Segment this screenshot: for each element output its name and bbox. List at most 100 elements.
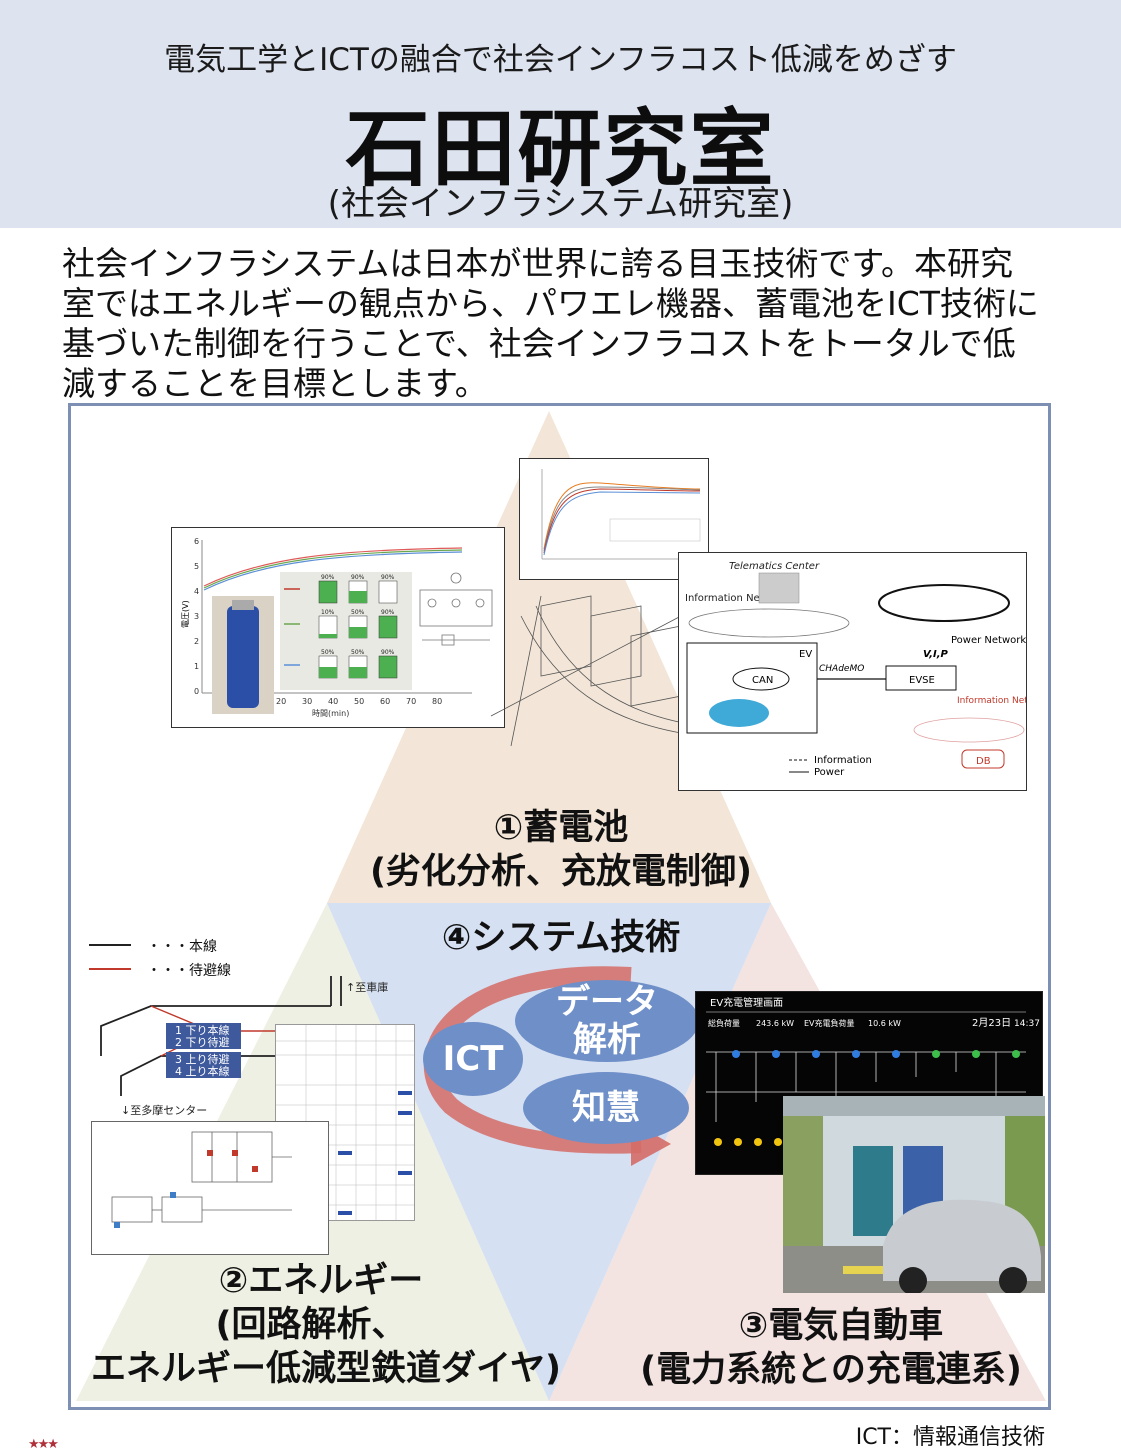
ytick-label: 1 [194, 662, 199, 671]
battery-cell-icon [227, 606, 259, 708]
total-load-label: 総負荷量 [708, 1018, 740, 1028]
data-analysis-bubble: データ 解析 [515, 980, 699, 1062]
car-icon [709, 699, 769, 727]
bar-label: 50% [321, 649, 335, 656]
intro-line: 室ではエネルギーの観点から、パワエレ機器、蓄電池をICT技術に [62, 284, 1039, 323]
ytick-label: 3 [194, 612, 199, 621]
cycle-arrow [423, 966, 642, 1154]
chademo-label: CHAdeMO [819, 664, 864, 674]
header-banner: 電気工学とICTの融合で社会インフラコスト低減をめざす 石田研究室 (社会インフ… [0, 0, 1121, 228]
data-bubble-line2: 解析 [573, 1020, 641, 1060]
wisdom-bubble-label: 知慧 [572, 1088, 640, 1128]
ev-charging-station-photo [783, 1096, 1045, 1293]
track-4: 4 上り本線 [175, 1064, 230, 1078]
total-load-value: 243.6 kW [756, 1019, 794, 1028]
bar-label: 10% [321, 609, 335, 616]
ytick-label: 2 [194, 637, 199, 646]
bar-label: 90% [321, 574, 335, 581]
screen-date: 2月23日 [972, 1017, 1011, 1029]
ytick-label: 4 [194, 587, 199, 596]
battery-title: ①蓄電池 [493, 808, 629, 848]
xtick-label: 30 [302, 697, 312, 706]
to-garage: ↑至車庫 [346, 980, 388, 994]
xtick-label: 80 [432, 697, 442, 706]
xtick-label: 70 [406, 697, 416, 706]
car-photo-icon [883, 1199, 1041, 1281]
xtick-label: 50 [354, 697, 364, 706]
battery-chart-svg: 電圧(V) 6 5 4 3 2 1 0 20 30 40 50 60 70 80… [181, 537, 493, 718]
rail-track-diagram: 1 下り本線 2 下り待避 3 上り待避 4 上り本線 ↑至車庫 ↓至多摩センタ… [100, 976, 388, 1116]
lab-title: 石田研究室 [345, 100, 776, 198]
legend-info: Information [814, 755, 872, 766]
energy-title: ②エネルギー [218, 1261, 424, 1301]
ict-bubble-label: ICT [442, 1039, 504, 1079]
db-label: DB [976, 756, 991, 767]
building-icon [758, 572, 800, 604]
bar-label: 90% [381, 574, 395, 581]
intro-paragraph: 社会インフラシステムは日本が世界に誇る目玉技術です。本研究 室ではエネルギーの観… [62, 244, 1062, 404]
legend-main-track: ・・・本線 [147, 939, 217, 955]
info-network-label: Information Network [685, 593, 788, 604]
energy-subtitle-2: エネルギー低減型鉄道ダイヤ) [91, 1349, 561, 1389]
circuit-schematic [91, 1121, 329, 1255]
intro-line: 社会インフラシステムは日本が世界に誇る目玉技術です。本研究 [62, 244, 1014, 283]
can-label: CAN [752, 675, 773, 686]
battery-subtitle: (劣化分析、充放電制御) [370, 852, 752, 892]
ev-load-label: EV充電負荷量 [804, 1018, 855, 1028]
ev-load-value: 10.6 kW [868, 1019, 901, 1028]
chart-ylabel: 電圧(V) [181, 600, 190, 628]
chart-xlabel: 時間(min) [312, 709, 349, 718]
bar-label: 90% [381, 609, 395, 616]
logo-mark: ★★★ [28, 1437, 59, 1450]
ev-label: EV [799, 649, 812, 660]
db-icon [961, 749, 1005, 769]
xtick-label: 60 [380, 697, 390, 706]
ev-network-diagram: Telematics Center Information Network Po… [678, 552, 1027, 791]
research-diagram-frame: 電圧(V) 6 5 4 3 2 1 0 20 30 40 50 60 70 80… [68, 403, 1051, 1410]
charger-unit-icon [853, 1146, 893, 1236]
vip-label: V,I,P [923, 649, 949, 660]
ev-title: ③電気自動車 [738, 1306, 944, 1346]
legend-siding: ・・・待避線 [147, 963, 231, 979]
legend-power: Power [814, 767, 845, 778]
charge-voltage-chart [519, 458, 709, 580]
charge-trajectory-sketch [490, 595, 702, 747]
data-bubble-line1: データ [556, 982, 658, 1022]
lab-alt-title: (社会インフラシステム研究室) [327, 184, 794, 224]
track-2: 2 下り待避 [175, 1035, 230, 1049]
track-1: 1 下り本線 [175, 1023, 230, 1037]
system-title: ④システム技術 [441, 918, 681, 958]
energy-subtitle-1: (回路解析、 [215, 1305, 407, 1345]
ict-bubble: ICT [423, 1022, 523, 1096]
bar-label: 90% [351, 574, 365, 581]
evse-box [885, 665, 957, 691]
bar-label: 50% [351, 609, 365, 616]
power-network-ring [878, 584, 1010, 622]
track-3: 3 上り待避 [175, 1052, 230, 1066]
to-tama: ↓至多摩センター [121, 1103, 207, 1116]
screen-time: 14:37 [1014, 1019, 1040, 1029]
wisdom-bubble: 知慧 [523, 1072, 689, 1144]
can-node [732, 667, 790, 691]
info-network2-label: Information Network [957, 696, 1027, 706]
evse-label: EVSE [909, 675, 935, 686]
ytick-label: 6 [194, 537, 199, 546]
lab-subtitle: 電気工学とICTの融合で社会インフラコスト低減をめざす [164, 42, 957, 78]
ict-footnote: ICT：情報通信技術 [855, 1425, 1045, 1450]
bar-label: 50% [351, 649, 365, 656]
ev-subtitle: (電力系統との充電連系) [640, 1350, 1022, 1390]
power-network-label: Power Network [951, 635, 1026, 646]
triangle-battery [327, 411, 771, 903]
battery-voltage-chart: 電圧(V) 6 5 4 3 2 1 0 20 30 40 50 60 70 80… [171, 527, 505, 728]
xtick-label: 20 [276, 697, 286, 706]
ytick-label: 5 [194, 562, 199, 571]
bar-label: 90% [381, 649, 395, 656]
xtick-label: 40 [328, 697, 338, 706]
ytick-label: 0 [194, 687, 199, 696]
screen-title: EV充電管理画面 [710, 996, 783, 1009]
rail-legend: ・・・本線 ・・・待避線 [89, 936, 329, 996]
info-network-ring [688, 608, 850, 638]
telematics-label: Telematics Center [729, 561, 820, 572]
intro-line: 基づいた制御を行うことで、社会インフラコストをトータルで低 [62, 324, 1016, 363]
intro-line: 減することを目標とします。 [62, 364, 488, 403]
